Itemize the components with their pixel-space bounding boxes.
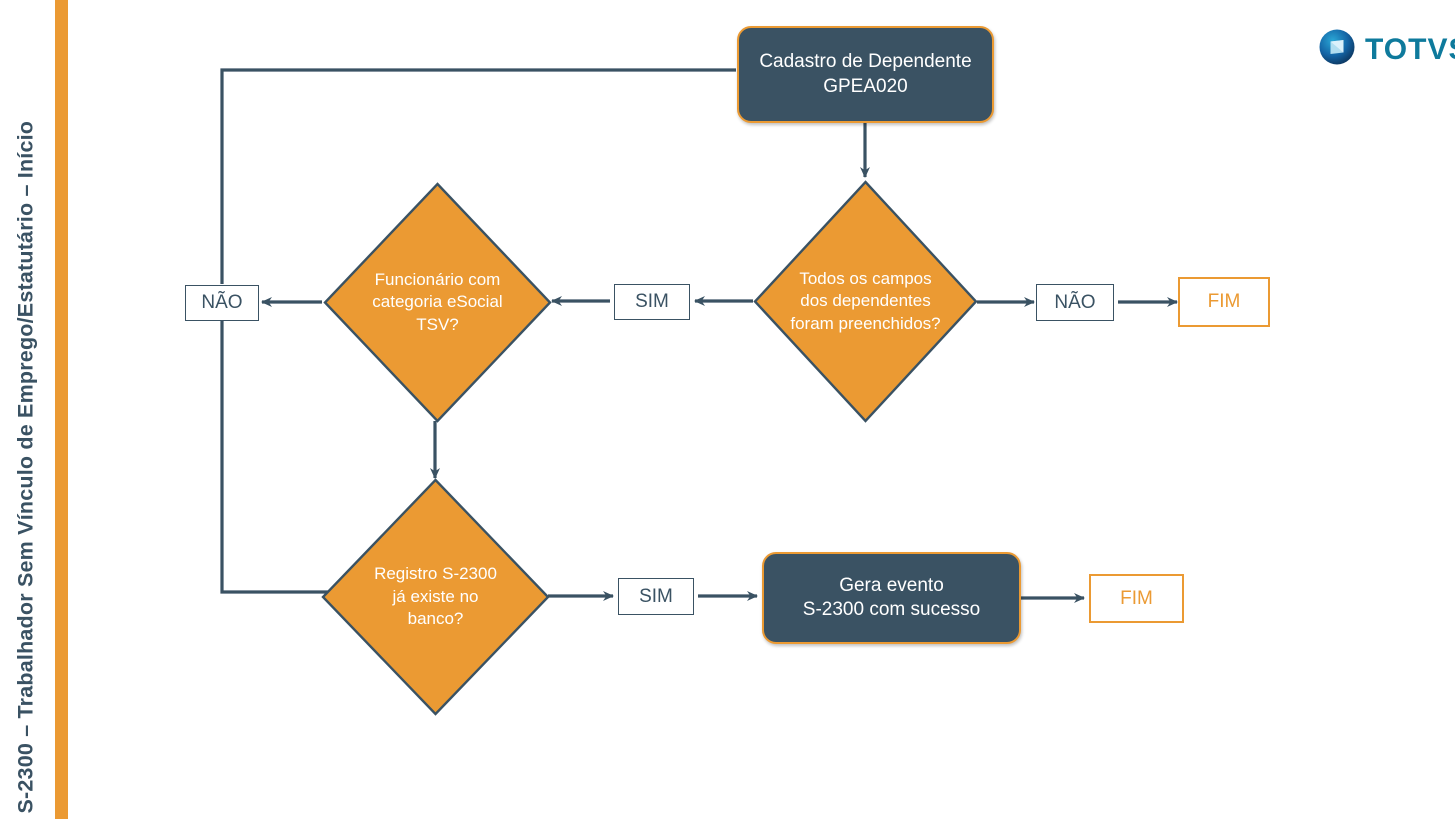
node-gera-evento-text: Gera evento S-2300 com sucesso bbox=[803, 574, 980, 623]
decision-categoria-esocial[interactable]: Funcionário com categoria eSocial TSV? bbox=[323, 182, 552, 423]
side-title-bar: S-2300 – Trabalhador Sem Vínculo de Empr… bbox=[0, 0, 52, 819]
node-cadastro-dependente-line2: GPEA020 bbox=[823, 75, 908, 97]
totvs-logo-icon bbox=[1318, 28, 1356, 71]
node-cadastro-dependente-text: Cadastro de Dependente GPEA020 bbox=[759, 50, 971, 99]
node-gera-evento[interactable]: Gera evento S-2300 com sucesso bbox=[762, 552, 1021, 644]
edge-label-sim-campos: SIM bbox=[614, 284, 690, 320]
edge-label-nao-categoria: NÃO bbox=[185, 285, 259, 321]
edge-label-sim-registro: SIM bbox=[618, 578, 694, 615]
totvs-wordmark: TOTVS bbox=[1365, 32, 1455, 66]
node-gera-evento-line2: S-2300 com sucesso bbox=[802, 599, 981, 620]
totvs-logo: TOTVS bbox=[1318, 28, 1455, 71]
side-title-text: S-2300 – Trabalhador Sem Vínculo de Empr… bbox=[13, 120, 37, 814]
decision-registro-existe[interactable]: Registro S-2300 já existe no banco? bbox=[321, 478, 550, 716]
node-gera-evento-line1: Gera evento bbox=[839, 574, 944, 596]
end-node-fim-top[interactable]: FIM bbox=[1178, 277, 1270, 327]
orange-accent-stripe bbox=[55, 0, 68, 819]
edge-label-nao-campos: NÃO bbox=[1036, 284, 1114, 321]
decision-campos-preenchidos[interactable]: Todos os campos dos dependentes foram pr… bbox=[753, 180, 978, 423]
node-cadastro-dependente[interactable]: Cadastro de Dependente GPEA020 bbox=[737, 26, 994, 123]
node-cadastro-dependente-line1: Cadastro de Dependente bbox=[759, 51, 972, 73]
end-node-fim-bottom[interactable]: FIM bbox=[1089, 574, 1184, 623]
